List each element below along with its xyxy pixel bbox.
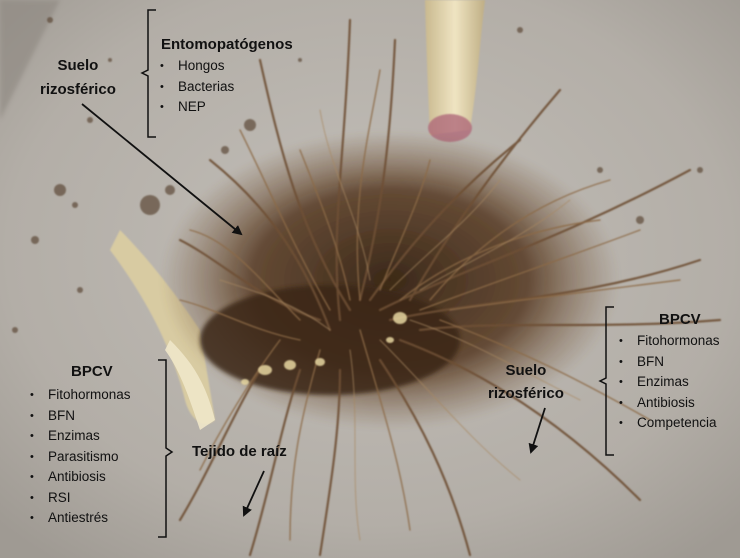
list-item: •Competencia xyxy=(619,413,740,434)
list-item: •Enzimas xyxy=(30,426,131,447)
suelo-label-top-line1: Suelo xyxy=(40,54,116,78)
list-item: •Fitohormonas xyxy=(30,385,131,406)
suelo-label-right-line2: rizosférico xyxy=(488,382,564,405)
entomo-title: Entomopatógenos xyxy=(161,36,293,53)
bpcv-right-title: BPCV xyxy=(659,311,701,328)
entomo-list: •Hongos •Bacterias •NEP xyxy=(160,56,234,118)
suelo-label-right: Suelo rizosférico xyxy=(488,359,564,405)
root-core xyxy=(200,285,460,395)
bpcv-left-list: •Fitohormonas •BFN •Enzimas •Parasitismo… xyxy=(30,385,131,529)
list-item: •Antibiosis xyxy=(619,393,740,414)
list-item: •NEP xyxy=(160,97,234,118)
list-item: •Hongos xyxy=(160,56,234,77)
bpcv-right-list: •Fitohormonas •BFN •Enzimas •Antibiosis … xyxy=(619,331,740,434)
list-item: •Parasitismo xyxy=(30,447,131,468)
list-item: •Enzimas xyxy=(619,372,740,393)
list-item: •BFN xyxy=(619,352,740,373)
list-item: •Antibiosis xyxy=(30,467,131,488)
list-item: •BFN xyxy=(30,406,131,427)
list-item: •Fitohormonas xyxy=(619,331,740,352)
tejido-label: Tejido de raíz xyxy=(192,443,287,460)
list-item: •Bacterias xyxy=(160,77,234,98)
suelo-label-top-line2: rizosférico xyxy=(40,78,116,102)
suelo-label-top: Suelo rizosférico xyxy=(40,54,116,102)
list-item: •RSI xyxy=(30,488,131,509)
list-item: •Antiestrés xyxy=(30,508,131,529)
bpcv-left-title: BPCV xyxy=(71,363,113,380)
suelo-label-right-line1: Suelo xyxy=(488,359,564,382)
